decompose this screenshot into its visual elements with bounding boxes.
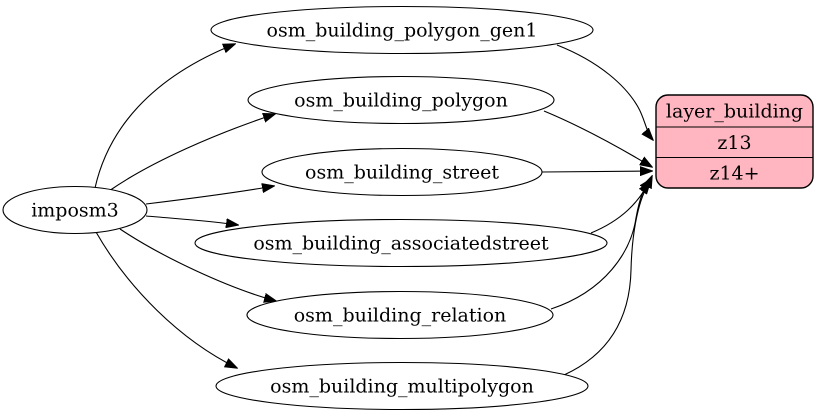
- node-osm_building_polygon_gen1: osm_building_polygon_gen1: [210, 5, 594, 55]
- osm_building_polygon_gen1-ellipse: [210, 5, 594, 55]
- osm_building_polygon-ellipse: [247, 75, 555, 125]
- edge-osm_building_associatedstreet-to-z14: [590, 176, 652, 234]
- osm_building_polygon_gen1-label: osm_building_polygon_gen1: [267, 20, 538, 42]
- node-layer_building: layer_building z13 z14+: [655, 94, 814, 189]
- osm_building_multipolygon-label: osm_building_multipolygon: [270, 376, 534, 398]
- imposm3-label: imposm3: [31, 200, 119, 222]
- node-imposm3: imposm3: [2, 185, 148, 235]
- osm_building_associatedstreet-label: osm_building_associatedstreet: [253, 233, 549, 255]
- edge-osm_building_street-to-z14: [541, 171, 652, 172]
- osm_building_relation-ellipse: [246, 290, 554, 340]
- node-osm_building_multipolygon: osm_building_multipolygon: [215, 361, 589, 411]
- edge-imposm3-to-osm_building_street: [145, 186, 274, 205]
- edge-imposm3-to-osm_building_associatedstreet: [145, 215, 238, 225]
- edge-osm_building_multipolygon-to-z14: [563, 182, 650, 376]
- edge-imposm3-to-osm_building_polygon_gen1: [94, 44, 235, 189]
- node-osm_building_street: osm_building_street: [261, 147, 543, 197]
- edge-imposm3-to-osm_building_polygon: [108, 114, 275, 192]
- edge-imposm3-to-osm_building_relation: [119, 228, 276, 301]
- osm_building_street-ellipse: [261, 147, 543, 197]
- layer_building-row-z13: z13: [717, 132, 751, 154]
- layer_building-row-z14: z14+: [709, 163, 759, 185]
- edge-osm_building_polygon-to-z14: [543, 110, 652, 167]
- layer_building-title: layer_building: [666, 101, 803, 123]
- node-osm_building_associatedstreet: osm_building_associatedstreet: [194, 218, 608, 268]
- edge-group: [94, 44, 653, 376]
- osm_building_relation-label: osm_building_relation: [294, 305, 507, 327]
- osm_building_polygon-label: osm_building_polygon: [294, 90, 508, 112]
- node-osm_building_relation: osm_building_relation: [246, 290, 554, 340]
- osm_building_multipolygon-ellipse: [215, 361, 589, 411]
- osm_building_associatedstreet-ellipse: [194, 218, 608, 268]
- imposm3-ellipse: [2, 185, 148, 235]
- layer_building-box: [655, 94, 814, 189]
- node-osm_building_polygon: osm_building_polygon: [247, 75, 555, 125]
- edge-imposm3-to-osm_building_multipolygon: [95, 231, 237, 368]
- edge-osm_building_polygon_gen1-to-z13: [556, 44, 653, 140]
- osm_building_street-label: osm_building_street: [305, 162, 499, 184]
